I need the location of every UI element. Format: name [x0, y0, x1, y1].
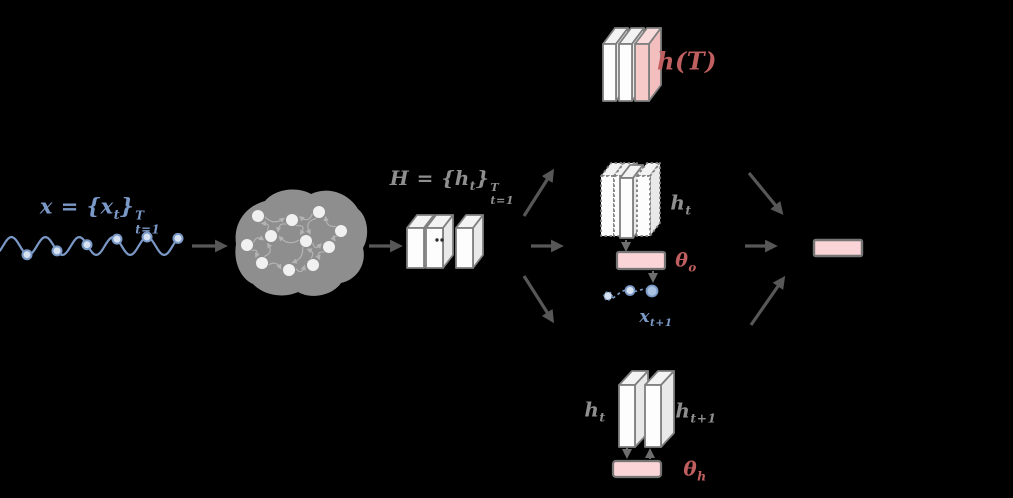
reservoir-edge [251, 249, 260, 259]
input-sample-dot [81, 239, 93, 251]
reservoir-node [313, 206, 325, 218]
reservoir-edge [291, 246, 304, 264]
reservoir-node [300, 235, 312, 247]
reservoir-edge [268, 262, 282, 270]
reservoir-node [307, 259, 319, 271]
stack-slab [618, 43, 633, 102]
reservoir-edge [295, 224, 305, 236]
reservoir-edge [306, 248, 314, 259]
stack-slab-highlight [634, 43, 650, 102]
input-wave-group [0, 231, 184, 261]
stack-slab [636, 175, 651, 237]
state-t-label: ht [584, 397, 606, 425]
reservoir-group [235, 189, 368, 296]
output-readout-branch [600, 162, 667, 301]
stack-slab [618, 384, 636, 448]
stack-slab [619, 177, 634, 239]
stack-slab [600, 175, 615, 237]
stack-slab [425, 227, 444, 269]
input-sample-dot [51, 245, 63, 257]
stack-slab [644, 384, 662, 448]
reservoir-edge [263, 242, 273, 257]
input-sample-dot [111, 233, 123, 245]
stack-slab [660, 370, 675, 448]
input-sample-dot [21, 249, 33, 261]
reservoir-node [252, 210, 264, 222]
arrow-fanin-bottom [749, 275, 786, 326]
reservoir-edge [305, 217, 317, 235]
output-params-label: θo [675, 249, 697, 275]
stack-slab [649, 162, 661, 237]
reservoir-edge [298, 213, 313, 222]
flow-arrows-group [192, 168, 786, 326]
stack-ellipsis-dot [435, 238, 439, 242]
final-state-branch [602, 27, 662, 102]
reservoir-edge [264, 216, 285, 223]
reservoir-edge [275, 223, 287, 233]
reservoir-node [286, 214, 298, 226]
final-state-label: h(T) [656, 46, 718, 76]
stack-slab [602, 43, 617, 102]
arrow-fanin-top [747, 171, 784, 215]
stack-ellipsis-dot [440, 238, 444, 242]
state-t1-label: ht+1 [675, 398, 717, 426]
stack-slab [455, 227, 474, 269]
reservoir-edge [312, 242, 322, 249]
prediction-dot [645, 284, 659, 298]
prediction-dot [624, 285, 636, 296]
output-box [812, 238, 864, 258]
transition-branch [611, 370, 675, 479]
reservoir-edge [253, 235, 265, 243]
output-params-box [615, 250, 667, 271]
reservoir-edge [315, 251, 325, 261]
prediction-label: xt+1 [639, 306, 673, 330]
input-sample-dot [172, 232, 184, 244]
output-group [812, 238, 864, 258]
reservoir-node [256, 257, 268, 269]
arrow-fanout-bottom [522, 275, 555, 324]
reservoir-edge [323, 215, 336, 228]
input-sample-dot [141, 231, 153, 243]
reservoir-node [265, 230, 277, 242]
reservoir-edge [295, 264, 306, 273]
reservoir-edge [278, 235, 300, 244]
stack-slab [406, 227, 425, 269]
reservoir-node [283, 264, 295, 276]
hidden-params-label: θh [683, 456, 707, 484]
hidden-stack-group [406, 214, 484, 269]
reservoir-node [241, 239, 253, 251]
reservoir-node [323, 241, 335, 253]
hidden-state-t-label: ht [670, 190, 692, 218]
prediction-dot [603, 291, 613, 301]
reservoir-node [335, 225, 347, 237]
hidden-params-box [611, 459, 663, 479]
arrow-fanout-top [522, 168, 555, 217]
reservoir-edge [260, 220, 269, 231]
reservoir-edge [330, 235, 337, 242]
